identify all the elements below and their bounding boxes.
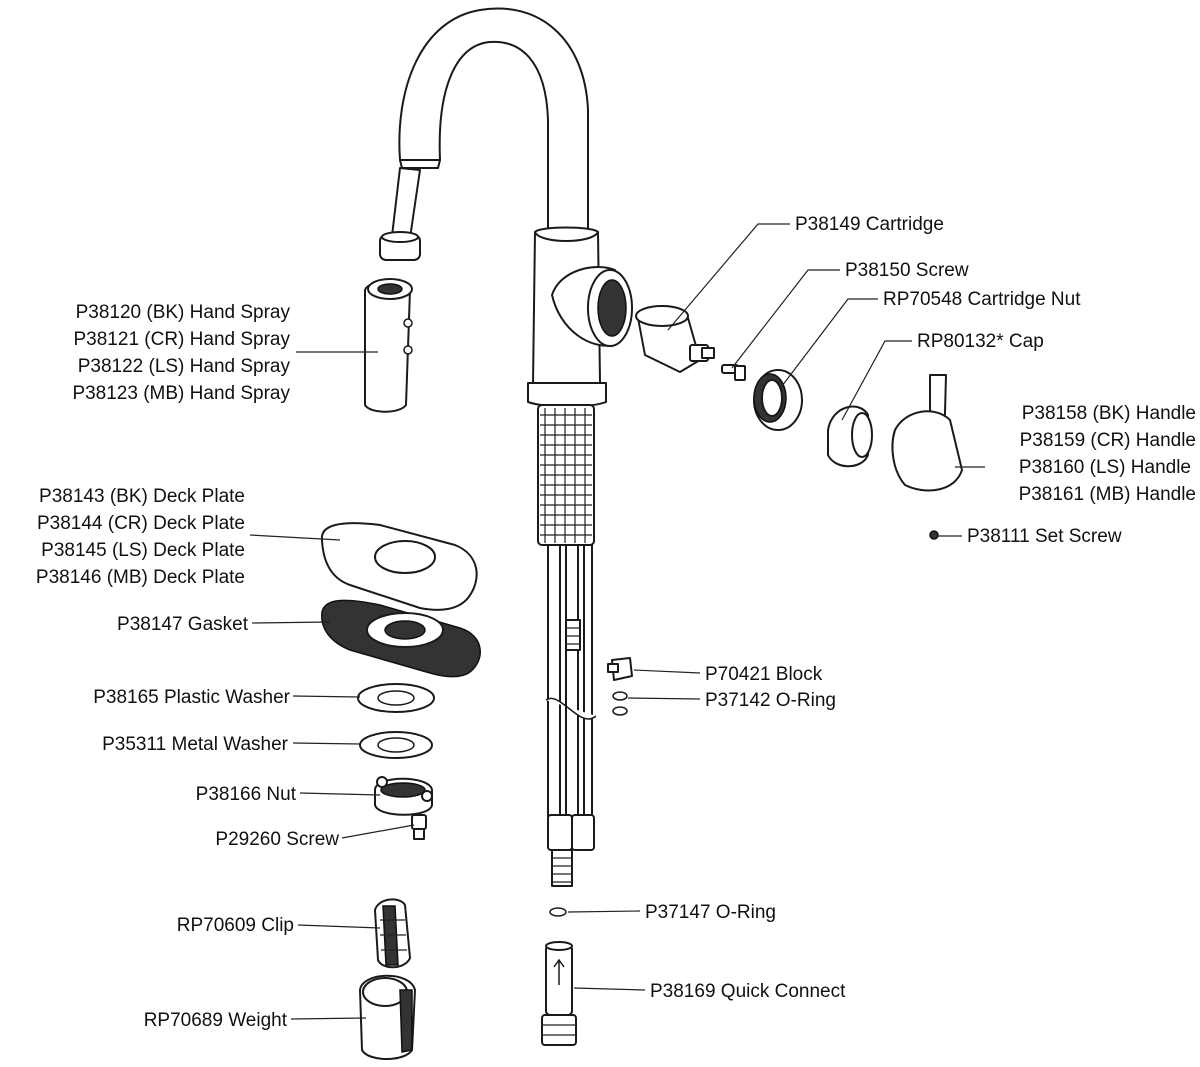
label-hand-spray-ls: P38122 (LS) Hand Spray xyxy=(78,356,291,377)
cartridge-nut xyxy=(753,369,803,431)
label-deck-plate-cr: P38144 (CR) Deck Plate xyxy=(37,513,245,534)
label-handle-bk: P38158 (BK) Handle xyxy=(1022,403,1196,424)
label-deck-plate-bk: P38143 (BK) Deck Plate xyxy=(39,486,245,507)
handle-cap xyxy=(827,405,873,468)
label-deck-plate: P38143 (BK) Deck Plate P38144 (CR) Deck … xyxy=(36,486,245,588)
hose-weight xyxy=(359,974,416,1060)
label-handle-mb: P38161 (MB) Handle xyxy=(1019,484,1196,505)
label-nut-screw: P29260 Screw xyxy=(215,829,339,850)
cartridge-screw xyxy=(721,364,746,381)
set-screw xyxy=(929,530,939,540)
label-nut: P38166 Nut xyxy=(196,784,297,805)
label-handle: P38158 (BK) Handle P38159 (CR) Handle P3… xyxy=(1019,403,1196,505)
gasket xyxy=(321,599,481,678)
metal-washer xyxy=(359,731,433,759)
label-hand-spray-bk: P38120 (BK) Hand Spray xyxy=(76,302,291,323)
supply-hoses xyxy=(545,544,597,887)
label-block: P70421 Block xyxy=(705,664,823,685)
label-handle-ls: P38160 (LS) Handle xyxy=(1019,457,1191,478)
label-metal-washer: P35311 Metal Washer xyxy=(102,734,289,755)
label-deck-plate-ls: P38145 (LS) Deck Plate xyxy=(41,540,245,561)
faucet-shank xyxy=(537,404,595,546)
leader-lines xyxy=(249,223,985,1020)
label-gasket: P38147 Gasket xyxy=(117,614,249,635)
label-deck-plate-mb: P38146 (MB) Deck Plate xyxy=(36,567,245,588)
hand-spray-head xyxy=(364,278,413,413)
label-hand-spray-cr: P38121 (CR) Hand Spray xyxy=(74,329,291,350)
label-handle-cr: P38159 (CR) Handle xyxy=(1020,430,1196,451)
block xyxy=(607,657,633,681)
label-o-ring-upper: P37142 O-Ring xyxy=(705,690,836,711)
mounting-nut xyxy=(374,776,433,816)
label-weight: RP70689 Weight xyxy=(144,1010,288,1031)
faucet-body xyxy=(527,226,633,408)
label-cartridge: P38149 Cartridge xyxy=(795,214,944,235)
label-cartridge-nut: RP70548 Cartridge Nut xyxy=(883,289,1081,310)
cartridge xyxy=(635,305,715,373)
hose-clip xyxy=(374,898,411,969)
pull-down-hose xyxy=(379,167,421,261)
label-screw: P38150 Screw xyxy=(845,260,969,281)
label-cap: RP80132* Cap xyxy=(917,331,1044,352)
o-ring-lower xyxy=(549,907,567,917)
nut-screw xyxy=(411,814,427,840)
label-hand-spray: P38120 (BK) Hand Spray P38121 (CR) Hand … xyxy=(72,302,290,404)
label-o-ring-lower: P37147 O-Ring xyxy=(645,902,776,923)
label-plastic-washer: P38165 Plastic Washer xyxy=(93,687,290,708)
plastic-washer xyxy=(357,683,435,713)
label-hand-spray-mb: P38123 (MB) Hand Spray xyxy=(72,383,290,404)
o-ring-upper xyxy=(612,691,628,716)
label-clip: RP70609 Clip xyxy=(177,915,294,936)
label-quick-connect: P38169 Quick Connect xyxy=(650,981,846,1002)
label-set-screw: P38111 Set Screw xyxy=(967,526,1122,547)
handle xyxy=(891,374,963,492)
quick-connect xyxy=(541,941,577,1046)
deck-plate xyxy=(320,522,478,611)
faucet-spout xyxy=(398,7,589,231)
